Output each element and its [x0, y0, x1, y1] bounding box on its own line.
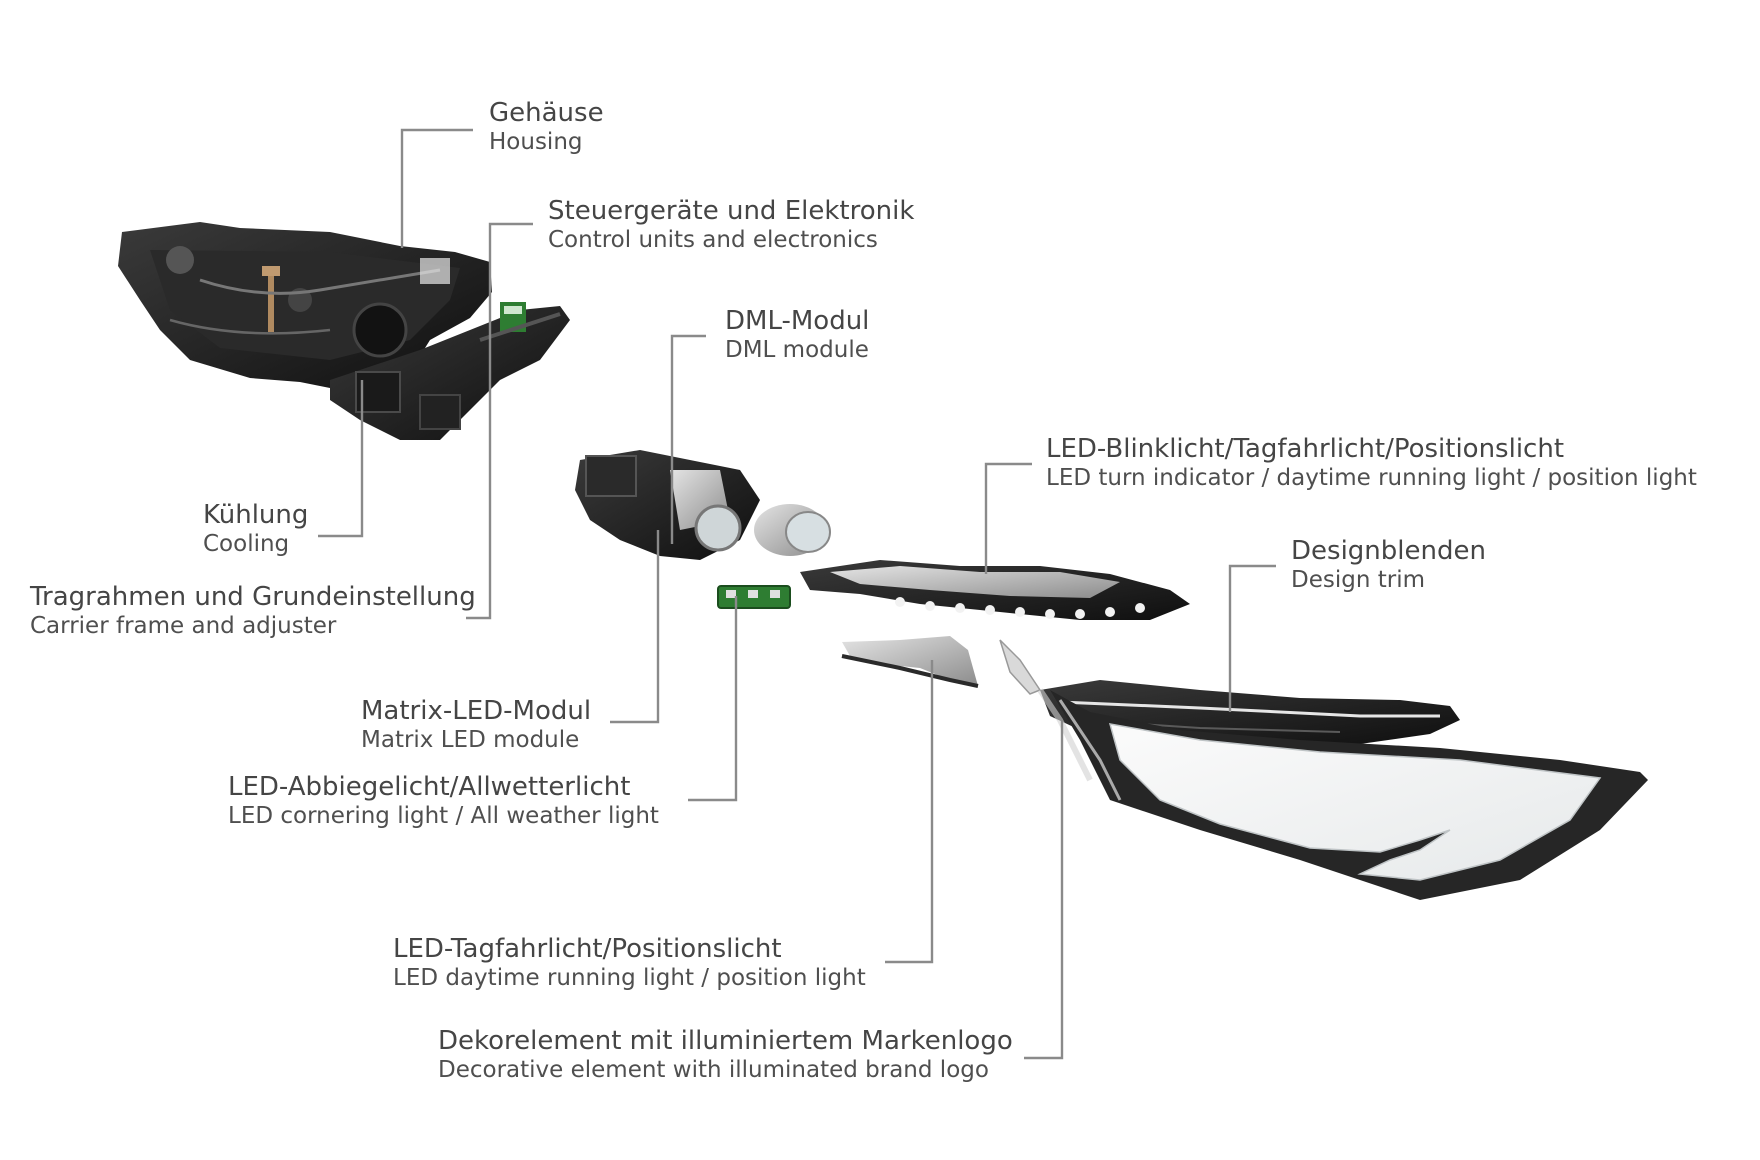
label-cornering-light-en: LED cornering light / All weather light	[228, 802, 659, 829]
leader-design	[1228, 564, 1276, 712]
label-dml-module: DML-Modul DML module	[725, 306, 869, 364]
label-cornering-light: LED-Abbiegelicht/Allwetterlicht LED corn…	[228, 772, 659, 830]
drl-position-light-part	[841, 636, 979, 688]
label-dml-module-en: DML module	[725, 336, 869, 363]
label-carrier-frame-de: Tragrahmen und Grundeinstellung	[30, 582, 476, 612]
label-design-trim-de: Designblenden	[1291, 536, 1486, 566]
carrier-frame-part	[330, 302, 570, 440]
label-design-trim: Designblenden Design trim	[1291, 536, 1486, 594]
decorative-logo-element-part	[999, 639, 1042, 695]
label-cornering-light-de: LED-Abbiegelicht/Allwetterlicht	[228, 772, 631, 802]
label-turn-indicator-en: LED turn indicator / daytime running lig…	[1046, 464, 1697, 491]
label-drl-position-de: LED-Tagfahrlicht/Positionslicht	[393, 934, 782, 964]
label-decorative-logo-en: Decorative element with illuminated bran…	[438, 1056, 989, 1083]
label-matrix-led-de: Matrix-LED-Modul	[361, 696, 592, 726]
label-cooling: Kühlung Cooling	[203, 500, 308, 558]
turn-indicator-bar-part	[800, 560, 1190, 620]
label-housing: Gehäuse Housing	[489, 98, 604, 156]
leader-deco	[1024, 720, 1064, 1060]
label-control-units-en: Control units and electronics	[548, 226, 878, 253]
leader-lines	[318, 128, 1276, 1060]
leader-cornering	[688, 596, 738, 802]
lens-cover-part	[1037, 688, 1648, 900]
label-control-units: Steuergeräte und Elektronik Control unit…	[548, 196, 914, 254]
label-turn-indicator-de: LED-Blinklicht/Tagfahrlicht/Positionslic…	[1046, 434, 1565, 464]
leader-matrix	[610, 530, 660, 724]
leader-housing	[400, 128, 473, 248]
leader-turn	[984, 462, 1032, 574]
dml-module-part	[575, 450, 831, 560]
label-design-trim-en: Design trim	[1291, 566, 1425, 593]
label-housing-en: Housing	[489, 128, 583, 155]
label-carrier-frame: Tragrahmen und Grundeinstellung Carrier …	[30, 582, 476, 640]
label-drl-position-en: LED daytime running light / position lig…	[393, 964, 866, 991]
label-matrix-led: Matrix-LED-Modul Matrix LED module	[361, 696, 591, 754]
label-turn-indicator: LED-Blinklicht/Tagfahrlicht/Positionslic…	[1046, 434, 1697, 492]
label-decorative-logo-de: Dekorelement mit illuminiertem Markenlog…	[438, 1026, 1013, 1056]
label-dml-module-de: DML-Modul	[725, 306, 870, 336]
matrix-led-board-part	[717, 585, 791, 609]
leader-dml	[670, 334, 706, 544]
label-control-units-de: Steuergeräte und Elektronik	[548, 196, 915, 226]
leader-control	[466, 222, 533, 620]
label-cooling-de: Kühlung	[203, 500, 309, 530]
label-decorative-logo: Dekorelement mit illuminiertem Markenlog…	[438, 1026, 1013, 1084]
leader-drl	[885, 660, 934, 964]
label-housing-de: Gehäuse	[489, 98, 604, 128]
label-carrier-frame-en: Carrier frame and adjuster	[30, 612, 337, 639]
leader-cooling	[318, 380, 364, 538]
label-cooling-en: Cooling	[203, 530, 290, 557]
housing-part	[118, 222, 492, 392]
label-matrix-led-en: Matrix LED module	[361, 726, 580, 753]
label-drl-position: LED-Tagfahrlicht/Positionslicht LED dayt…	[393, 934, 866, 992]
